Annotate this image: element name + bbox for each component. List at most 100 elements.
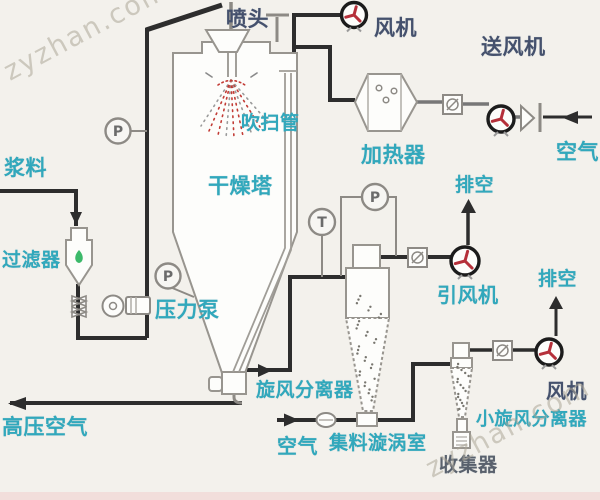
particle-dot — [456, 380, 459, 384]
drying-tower-vessel — [172, 29, 298, 395]
particle-dot — [364, 334, 368, 337]
label-slurry: 浆料 — [4, 156, 47, 180]
label-filter: 过滤器 — [2, 249, 61, 271]
pressure-gauge-icon — [360, 182, 390, 212]
gauge-letter: T — [317, 215, 327, 231]
particle-dot — [364, 356, 367, 359]
fan-icon — [449, 245, 481, 280]
outlet-flange — [208, 376, 223, 392]
particle-dot — [356, 352, 359, 355]
particle-dot — [462, 386, 465, 390]
venturi-fitting — [315, 412, 337, 428]
particle-dot — [357, 298, 360, 301]
cyclone-body — [345, 267, 390, 319]
particle-dot — [366, 330, 369, 334]
particle-dot — [464, 389, 467, 393]
label-vortex-chamber: 集料漩涡室 — [329, 432, 427, 454]
arrow-right-icon — [284, 413, 299, 427]
particle-dot — [371, 363, 374, 366]
label-purge-pipe: 吹扫管 — [241, 112, 300, 134]
particle-dot — [459, 383, 462, 387]
arrow-left-icon — [562, 111, 578, 124]
spray-pattern — [200, 72, 268, 139]
label-fan-top: 风机 — [374, 16, 417, 40]
collector-neck — [456, 418, 468, 433]
fan-icon — [339, 0, 369, 33]
purge-inlet-tee — [266, 13, 289, 42]
particle-dot — [460, 401, 464, 405]
spray-head-funnel — [204, 29, 251, 53]
fans — [339, 0, 564, 370]
damper-valve-icon — [407, 247, 428, 268]
particle-dot — [364, 381, 367, 384]
fan-icon — [486, 104, 516, 137]
collector-bottle — [452, 431, 471, 449]
particle-dot — [374, 338, 378, 341]
arrow-left-icon — [8, 397, 26, 410]
label-spray-head: 喷头 — [226, 7, 269, 31]
small-cyclone-top-box — [452, 342, 470, 359]
arrow-up-icon — [549, 296, 563, 309]
tower-outlet-box — [221, 371, 247, 395]
label-small-cyclone: 小旋风分离器 — [476, 409, 587, 430]
particle-dot — [377, 316, 380, 319]
pressure-pump-unit — [101, 294, 151, 318]
arrow-down-icon — [70, 212, 82, 225]
particle-dot — [456, 395, 460, 399]
check-valves — [69, 294, 89, 319]
gauge-letter: P — [113, 124, 123, 140]
particle-dot — [356, 323, 359, 326]
particle-dot — [358, 374, 361, 377]
cyclone-cone — [344, 317, 391, 412]
vortex-chamber-box — [356, 412, 378, 427]
temperature-gauge-icon — [307, 207, 337, 237]
particle-dot — [460, 368, 463, 372]
particle-dot — [456, 365, 459, 369]
gauge-letter: P — [163, 269, 173, 285]
cyclone-top-box — [352, 244, 381, 269]
cyclone-separator — [344, 244, 391, 427]
particle-dot — [456, 362, 460, 366]
damper-valve-icon — [492, 340, 513, 361]
heater-unit — [353, 73, 419, 132]
liquid-drop-icon — [75, 250, 83, 263]
label-air-right: 空气 — [556, 140, 599, 164]
particle-dot — [359, 294, 362, 298]
pressure-gauge-icon — [154, 262, 182, 290]
particle-dot — [368, 388, 371, 391]
label-pressure-pump: 压力泵 — [155, 298, 220, 322]
particle-dot — [369, 366, 373, 370]
particle-dot — [462, 404, 465, 408]
small-cyclone-separator — [449, 342, 474, 449]
particle-dot — [363, 384, 366, 388]
instrument-lines — [129, 2, 521, 405]
feed-diagonal-pipe — [145, 2, 223, 33]
pressure-gauge-icon — [104, 117, 132, 145]
particle-dot — [379, 312, 383, 316]
particle-dot — [370, 399, 373, 402]
bottom-strip — [0, 492, 600, 500]
label-fan-bottom: 风机 — [546, 379, 587, 403]
particle-dot — [355, 302, 359, 305]
air-intake-filter — [520, 103, 542, 133]
particle-dot — [369, 305, 372, 308]
particle-dot — [457, 392, 460, 396]
label-collector: 收集器 — [439, 454, 498, 476]
small-cyclone-body — [450, 357, 473, 369]
pump-motor-icon — [101, 294, 125, 318]
tower-top-fan-pipe — [292, 13, 341, 52]
valve-icon — [69, 305, 89, 319]
particle-dot — [356, 348, 360, 352]
particle-dot — [355, 327, 358, 330]
label-heater: 加热器 — [361, 143, 426, 167]
arrow-right-icon — [258, 364, 272, 377]
purge-pipe-inner — [232, 70, 297, 373]
small-cyclone-cone — [449, 367, 474, 418]
label-drying-tower: 干燥塔 — [208, 174, 273, 198]
particle-dot — [456, 377, 459, 381]
gauge-letter: P — [370, 190, 380, 206]
particle-dot — [373, 341, 376, 344]
pump-riser-pipe — [76, 28, 149, 340]
